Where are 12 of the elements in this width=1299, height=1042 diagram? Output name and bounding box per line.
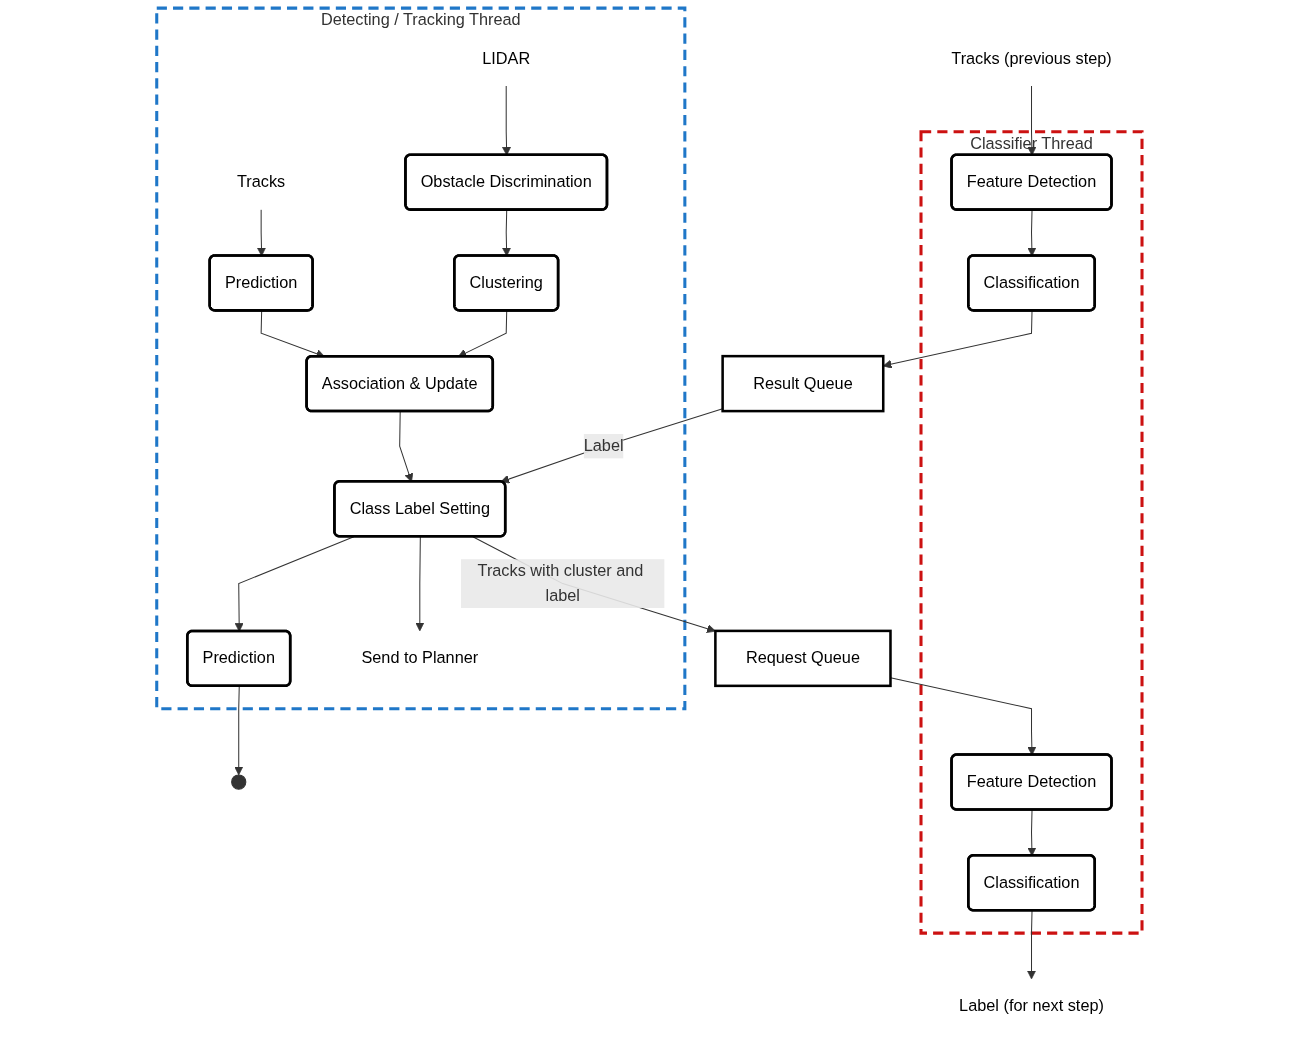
node-box: Result Queue	[721, 354, 885, 413]
node-text: Tracks	[237, 172, 286, 191]
node-text: Label (for next step)	[959, 997, 1104, 1015]
node-text: Send to Planner	[361, 649, 479, 667]
node-text: Tracks (previous step)	[951, 49, 1112, 67]
node-box: Request Queue	[714, 629, 892, 688]
arrow	[1027, 910, 1036, 980]
edge-label: Tracks with cluster and label	[477, 562, 644, 604]
edge-label: Label	[583, 437, 624, 455]
arrow	[415, 536, 425, 632]
arrow	[234, 685, 244, 776]
node-text: LIDAR	[482, 49, 531, 67]
